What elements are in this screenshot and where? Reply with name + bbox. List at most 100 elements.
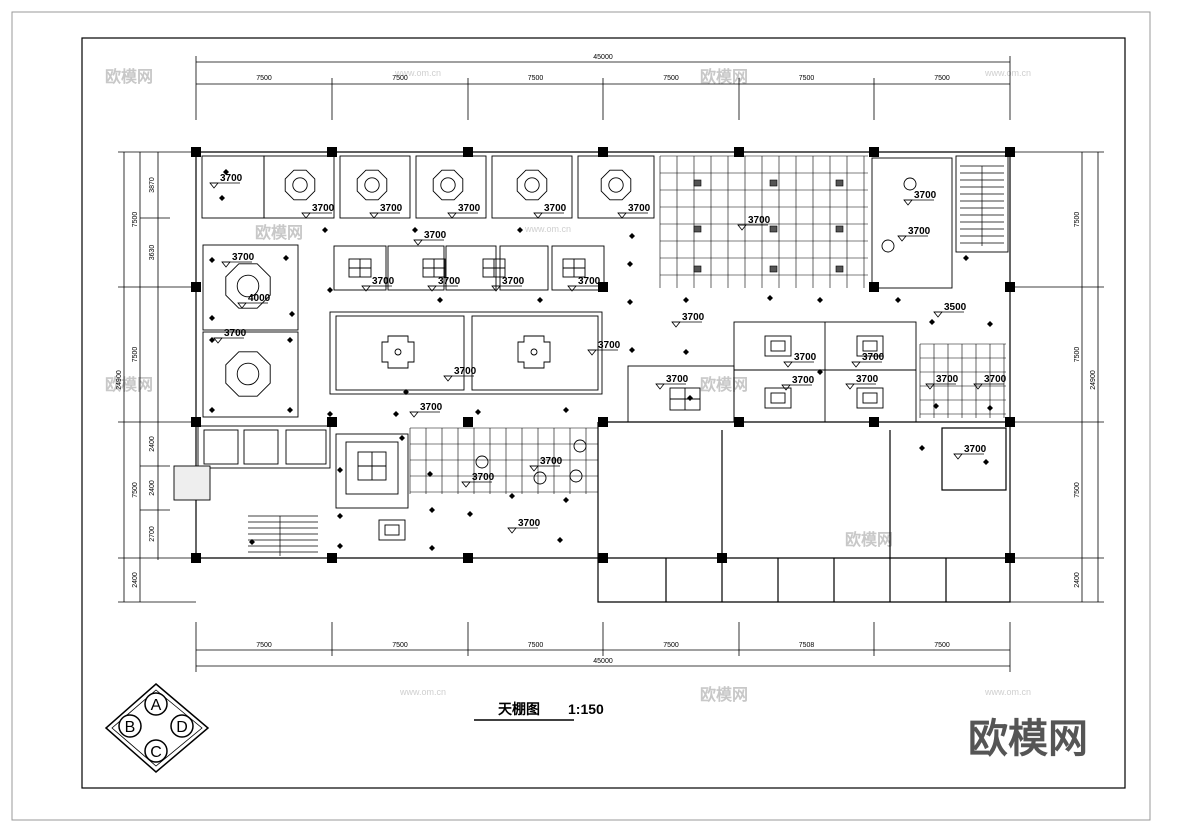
downlight <box>963 255 969 261</box>
column <box>598 417 608 427</box>
bottom-bay-dimension: 7500 <box>256 642 272 649</box>
elevation-label: 3700 <box>936 374 959 385</box>
overall-dimension-top: 45000 <box>593 54 613 61</box>
elevation-marker-symbol <box>507 527 517 534</box>
column <box>463 553 473 563</box>
cross-fixture-center <box>530 348 538 356</box>
watermark-text: 欧模网 <box>845 530 893 549</box>
elevation-label: 3700 <box>220 173 243 184</box>
sheet-inner-border <box>81 37 1126 789</box>
elevation-label: 4000 <box>248 293 271 304</box>
grid-light-panel <box>693 265 702 273</box>
elevation-label: 3700 <box>438 276 461 287</box>
drawing-scale: 1:150 <box>568 701 604 717</box>
elevation-marker-symbol <box>973 383 983 390</box>
column <box>869 147 879 157</box>
elevation-marker-symbol <box>897 235 907 242</box>
square-grille-fixture <box>378 519 406 541</box>
elevation-marker-symbol <box>447 212 457 219</box>
elevation-marker-symbol <box>587 349 597 356</box>
square-grille-inner <box>862 392 878 404</box>
grid-ceiling-top-right <box>659 155 868 288</box>
octagon-ceiling-light-inner <box>440 177 456 193</box>
elevation-marker-symbol <box>903 199 913 206</box>
downlight <box>429 507 435 513</box>
square-grille-inner <box>384 524 400 536</box>
elevation-marker-symbol <box>933 311 943 318</box>
watermark-url: www.om.cn <box>524 224 571 234</box>
elevation-marker-symbol <box>617 212 627 219</box>
elevation-marker-symbol <box>409 411 419 418</box>
bottom-bay-dimension: 7500 <box>392 642 408 649</box>
elevation-label: 3500 <box>944 302 967 313</box>
downlight <box>683 297 689 303</box>
downlight <box>337 543 343 549</box>
elevation-label: 3700 <box>540 456 563 467</box>
bottom-bay-dimension: 7500 <box>528 642 544 649</box>
downlight <box>983 459 989 465</box>
elevation-label: 3700 <box>372 276 395 287</box>
column <box>463 147 473 157</box>
column <box>1005 282 1015 292</box>
octagon-ceiling-light-inner <box>292 177 308 193</box>
column <box>1005 417 1015 427</box>
octagon-feature-ceiling <box>225 263 271 309</box>
column <box>191 282 201 292</box>
elevation-marker-symbol <box>781 384 791 391</box>
grid-light-panel <box>835 265 844 273</box>
watermark-layer: 欧模网 www.om.cn 欧模网 www.om.cn 欧模网 www.om.c… <box>105 67 1031 704</box>
downlight <box>337 467 343 473</box>
downlight <box>219 195 225 201</box>
watermark-text: 欧模网 <box>700 67 748 86</box>
elevation-label: 3700 <box>578 276 601 287</box>
downlight <box>393 411 399 417</box>
grid-light-panel <box>769 265 778 273</box>
elevation-label: 3700 <box>666 374 689 385</box>
top-bay-dimension: 7500 <box>256 75 272 82</box>
elevation-marker-symbol <box>529 465 539 472</box>
downlight <box>987 321 993 327</box>
left-inner-dimension: 2700 <box>149 526 156 542</box>
grid-light-panel <box>835 179 844 187</box>
downlight <box>537 297 543 303</box>
compass-label-a: A <box>151 697 162 714</box>
octagon-ceiling-light <box>432 169 464 201</box>
round-fixture <box>903 177 917 191</box>
octagon-feature-ceiling-inner <box>236 362 260 386</box>
cross-fixture-center <box>394 348 402 356</box>
downlight <box>223 169 229 175</box>
downlight <box>287 407 293 413</box>
watermark-text: 欧模网 <box>700 375 748 394</box>
top-room-row <box>173 155 1009 509</box>
elevation-label: 3700 <box>794 352 817 363</box>
column <box>598 147 608 157</box>
column <box>1005 147 1015 157</box>
elevation-marker-symbol <box>209 182 219 189</box>
elevation-label: 3700 <box>424 230 447 241</box>
elevation-label: 3700 <box>458 203 481 214</box>
bottom-dimension-chain <box>195 622 1011 672</box>
downlight <box>629 233 635 239</box>
bottom-bay-dimension: 7500 <box>663 642 679 649</box>
left-total-dimension: 24900 <box>116 370 123 390</box>
column <box>191 417 201 427</box>
orientation-compass: A B D C <box>104 683 210 773</box>
downlight <box>683 349 689 355</box>
square-grille-inner <box>770 340 786 352</box>
downlight <box>627 299 633 305</box>
downlight <box>627 261 633 267</box>
staircase-bottom-left <box>248 515 318 556</box>
downlight <box>475 409 481 415</box>
octagon-ceiling-light-inner <box>608 177 624 193</box>
downlight <box>817 297 823 303</box>
downlight <box>403 389 409 395</box>
column <box>598 553 608 563</box>
column <box>1005 553 1015 563</box>
elevation-label: 3700 <box>862 352 885 363</box>
right-dimension-chain <box>1010 151 1104 603</box>
downlight <box>399 435 405 441</box>
right-dimension: 7500 <box>1074 212 1081 228</box>
